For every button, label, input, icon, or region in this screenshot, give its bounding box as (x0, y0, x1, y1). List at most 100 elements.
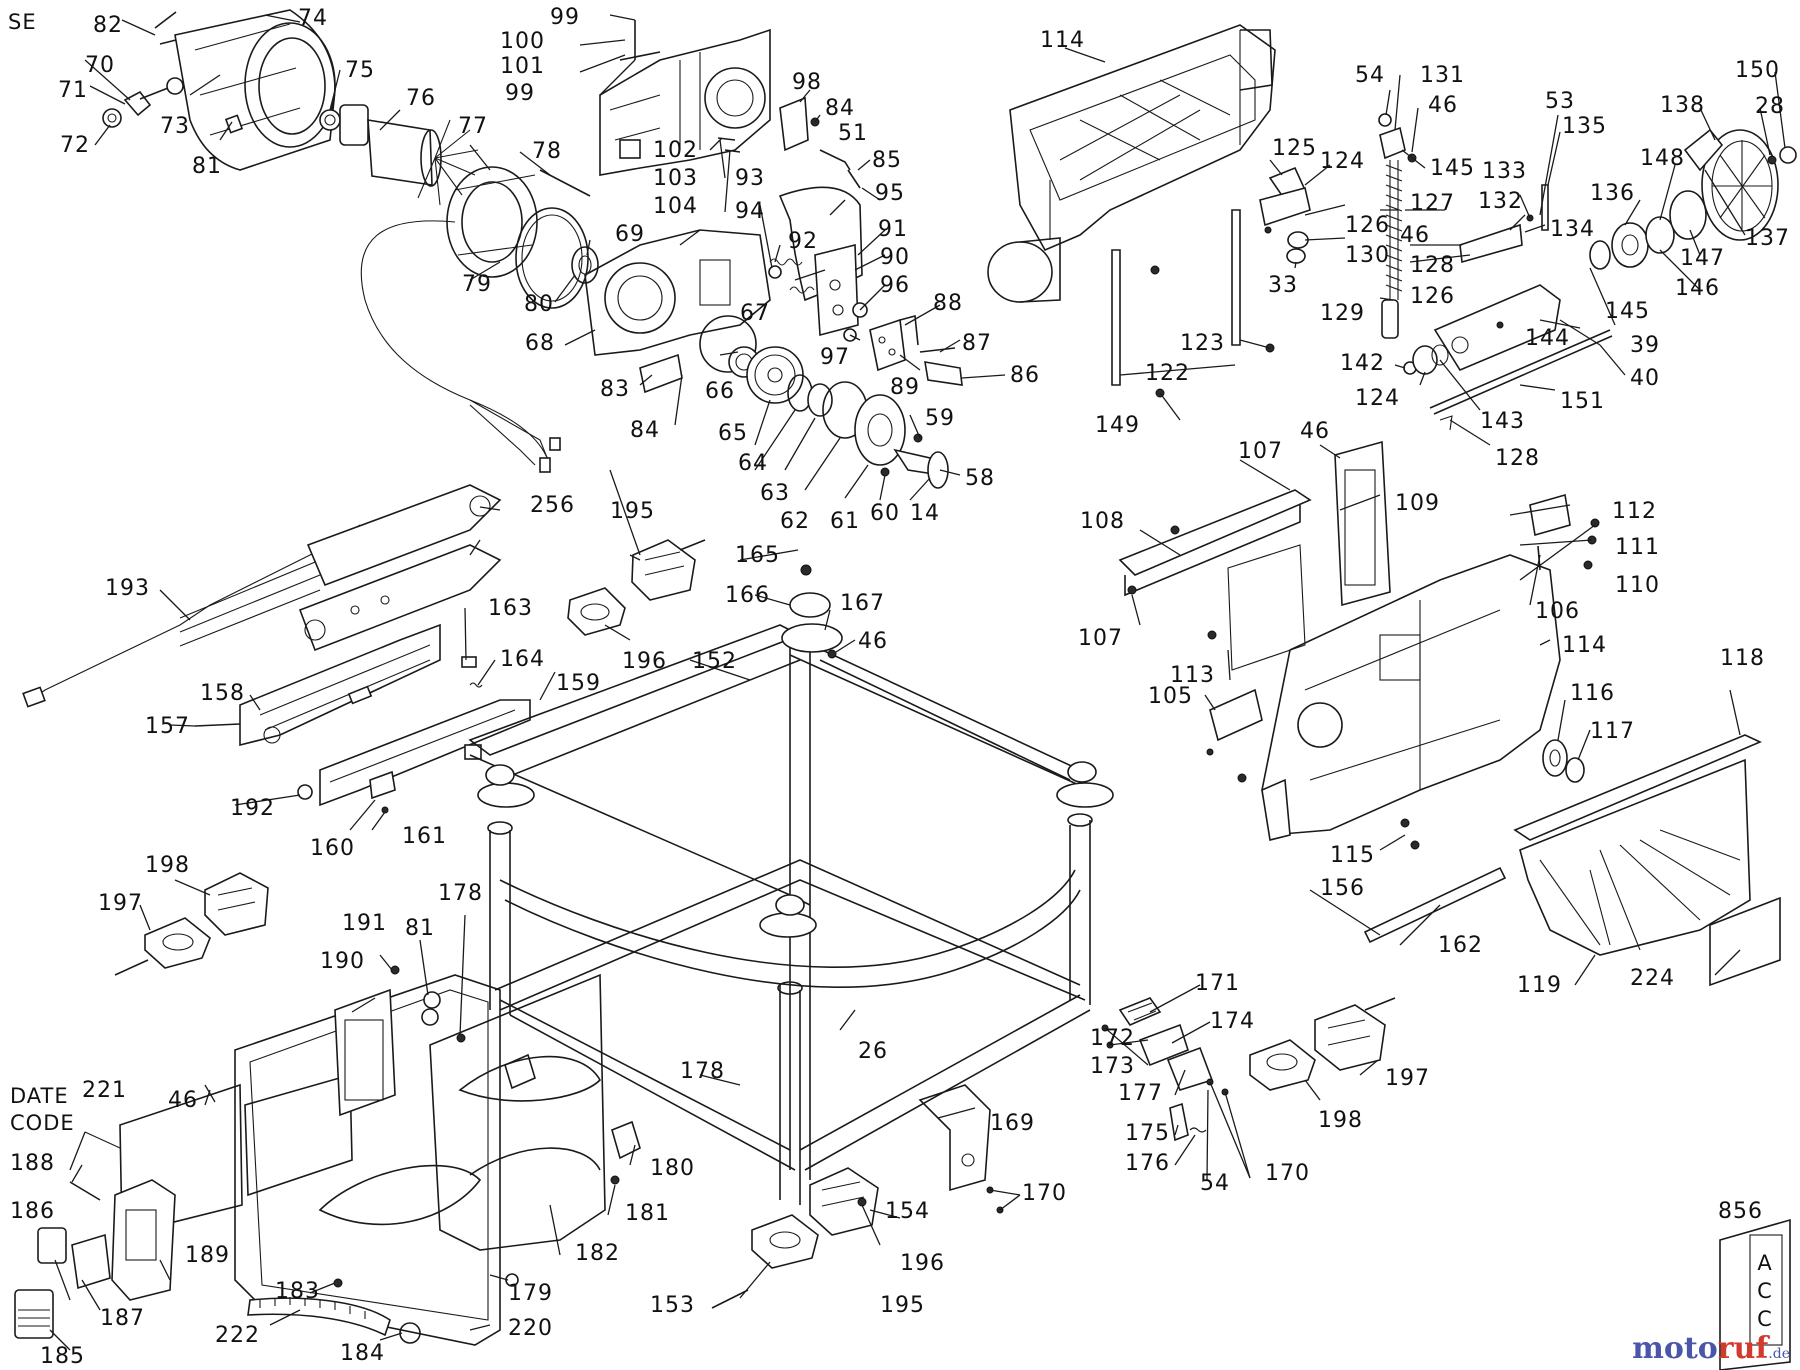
watermark: motoruf.de (1632, 1331, 1790, 1366)
callout-137: 137 (1745, 226, 1790, 251)
callout-92: 92 (788, 229, 818, 254)
callout-156: 156 (1320, 876, 1365, 901)
callout-157: 157 (145, 714, 190, 739)
callout-196-top: 196 (622, 649, 667, 674)
callout-224: 224 (1630, 966, 1675, 991)
callout-88: 88 (933, 291, 963, 316)
stand-frame (468, 564, 1114, 1205)
callout-100: 100 (500, 29, 545, 54)
callout-95: 95 (875, 181, 905, 206)
svg-text:A: A (1757, 1251, 1772, 1275)
callout-129: 129 (1320, 301, 1365, 326)
watermark-part2: ruf (1717, 1331, 1769, 1366)
callout-110: 110 (1615, 573, 1660, 598)
callout-187: 187 (100, 1306, 145, 1331)
callout-107-top: 107 (1238, 439, 1283, 464)
callout-46-top: 46 (1428, 93, 1458, 118)
callout-126-lower: 126 (1410, 284, 1455, 309)
callout-130: 130 (1345, 243, 1390, 268)
callout-96: 96 (880, 273, 910, 298)
front-panel-assembly (14, 965, 641, 1346)
svg-text:C: C (1757, 1279, 1773, 1303)
callout-127: 127 (1410, 191, 1455, 216)
callout-103: 103 (653, 166, 698, 191)
callout-46-right: 46 (1300, 419, 1330, 444)
callout-111: 111 (1615, 535, 1660, 560)
handle-assembly (918, 997, 1229, 1214)
callout-152: 152 (692, 649, 737, 674)
callout-126: 126 (1345, 213, 1390, 238)
callout-61: 61 (830, 509, 860, 534)
callout-186: 186 (10, 1199, 55, 1224)
callout-195-top: 195 (610, 499, 655, 524)
callout-76: 76 (406, 86, 436, 111)
callout-171: 171 (1195, 971, 1240, 996)
fan-blades (417, 119, 479, 206)
callout-74: 74 (298, 6, 328, 31)
gearbox-assembly (584, 20, 963, 489)
callout-105: 105 (1148, 684, 1193, 709)
callout-178: 178 (680, 1059, 725, 1084)
callout-97: 97 (820, 345, 850, 370)
callout-67: 67 (740, 301, 770, 326)
callout-151: 151 (1560, 389, 1605, 414)
callout-63: 63 (760, 481, 790, 506)
callout-40: 40 (1630, 366, 1660, 391)
callout-145: 145 (1605, 299, 1650, 324)
callout-135: 135 (1562, 114, 1607, 139)
callout-169: 169 (990, 1111, 1035, 1136)
watermark-suffix: .de (1768, 1346, 1790, 1362)
callout-72: 72 (60, 133, 90, 158)
callout-181: 181 (625, 1201, 670, 1226)
callout-175: 175 (1125, 1121, 1170, 1146)
date-code-line2: CODE (10, 1111, 75, 1135)
callout-82: 82 (93, 13, 123, 38)
callout-115: 115 (1330, 843, 1375, 868)
callout-98: 98 (792, 70, 822, 95)
callout-183: 183 (275, 1279, 320, 1304)
callout-93: 93 (735, 166, 765, 191)
callout-114-top: 114 (1040, 28, 1085, 53)
callout-108: 108 (1080, 509, 1125, 534)
callout-62: 62 (780, 509, 810, 534)
callout-164: 164 (500, 647, 545, 672)
callout-185: 185 (40, 1344, 85, 1369)
callout-64: 64 (738, 451, 768, 476)
base-assembly (1118, 440, 1781, 987)
callout-128-top: 128 (1410, 253, 1455, 278)
callout-172: 172 (1090, 1026, 1135, 1051)
callout-66: 66 (705, 379, 735, 404)
callout-134: 134 (1550, 217, 1595, 242)
callout-53: 53 (1545, 89, 1575, 114)
trunnion-plate (987, 24, 1276, 398)
callout-78: 78 (532, 139, 562, 164)
callout-166: 166 (725, 583, 770, 608)
callout-191: 191 (342, 911, 387, 936)
callout-104: 104 (653, 194, 698, 219)
callout-174: 174 (1210, 1009, 1255, 1034)
callout-125: 125 (1272, 136, 1317, 161)
svg-text:C: C (1757, 1307, 1773, 1331)
callout-142: 142 (1340, 351, 1385, 376)
callout-180: 180 (650, 1156, 695, 1181)
callout-124-top: 124 (1320, 149, 1365, 174)
callout-131: 131 (1420, 63, 1465, 88)
callout-256: 256 (530, 493, 575, 518)
callout-14: 14 (910, 501, 940, 526)
callout-107: 107 (1078, 626, 1123, 651)
callout-80: 80 (524, 292, 554, 317)
callout-856: 856 (1718, 1199, 1763, 1224)
callout-148: 148 (1640, 146, 1685, 171)
callout-133: 133 (1482, 159, 1527, 184)
date-code-line1: DATE (10, 1084, 69, 1108)
callout-116: 116 (1570, 681, 1615, 706)
callout-46-stand: 46 (858, 629, 888, 654)
callout-26: 26 (858, 1039, 888, 1064)
callout-124: 124 (1355, 386, 1400, 411)
callout-197-left: 197 (98, 891, 143, 916)
callout-101: 101 (500, 54, 545, 79)
callout-39: 39 (1630, 333, 1660, 358)
callout-179: 179 (508, 1281, 553, 1306)
callout-73: 73 (160, 114, 190, 139)
